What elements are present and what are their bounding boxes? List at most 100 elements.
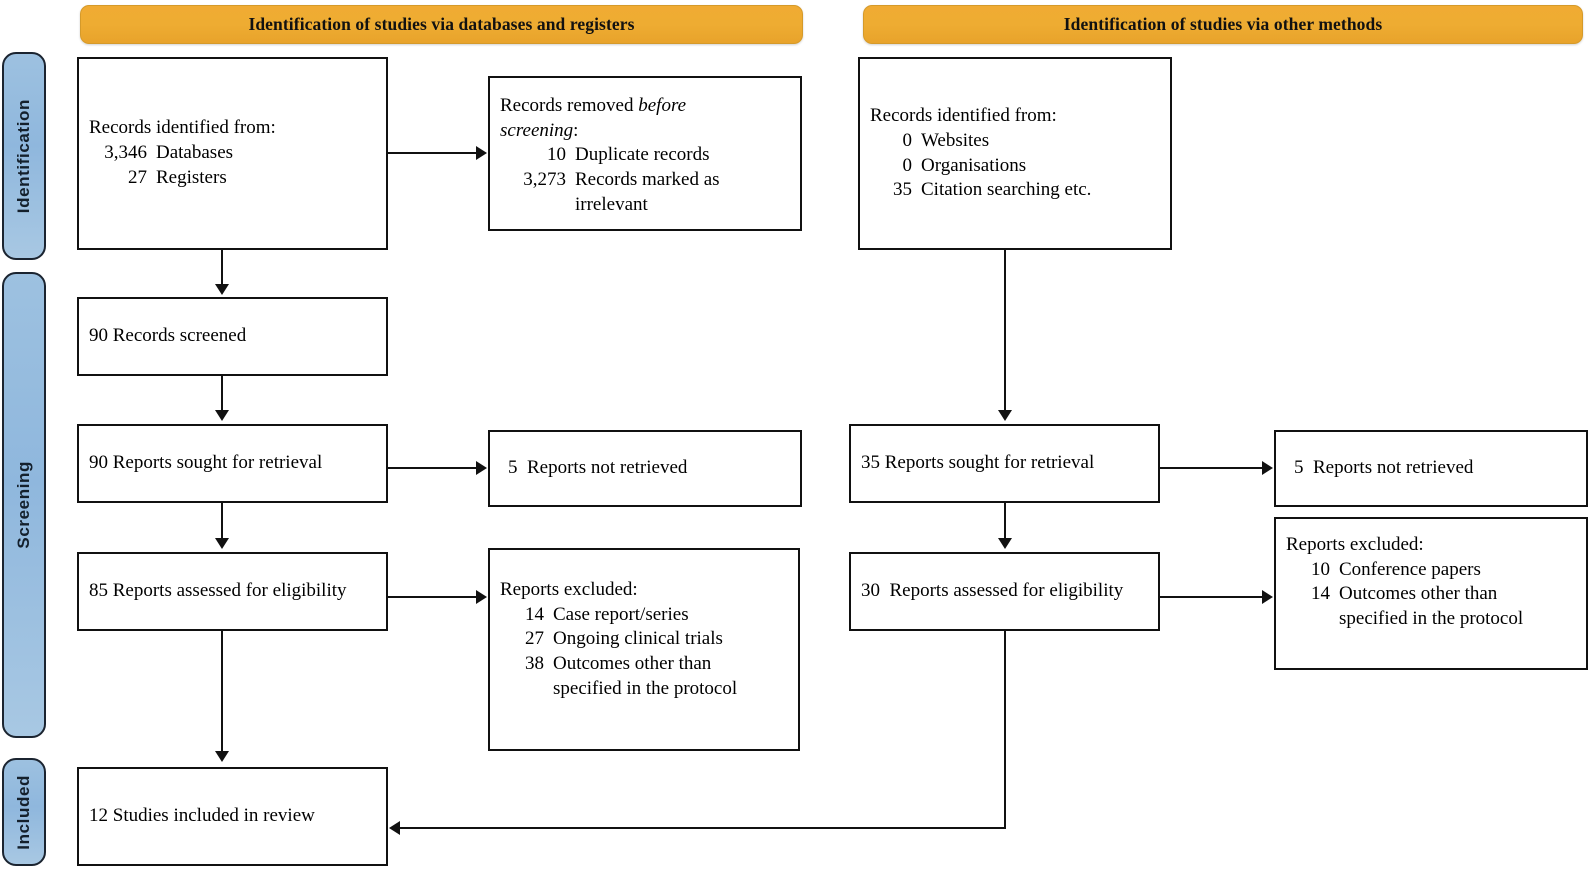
arrowhead-screened-to-sought — [215, 410, 229, 421]
reports-excluded-right-item-text: Outcomes other than specified in the pro… — [1339, 583, 1524, 630]
arrowhead-sought-to-assessed-right — [998, 538, 1012, 549]
box-reports-not-retrieved-left: 5 Reports not retrieved — [488, 430, 802, 507]
box-reports-assessed-right: 30 Reports assessed for eligibility — [849, 552, 1160, 631]
section-header-other-methods-text: Identification of studies via other meth… — [1063, 14, 1383, 34]
phase-label-included-text: Included — [14, 774, 33, 850]
box-records-screened: 90 Records screened — [77, 297, 388, 376]
records-removed-item-text: Records marked as irrelevant — [575, 169, 720, 215]
arrowhead-sought-to-not-retrieved-left — [476, 461, 487, 475]
reports-excluded-left-item-text: Ongoing clinical trials — [553, 628, 723, 650]
records-removed-lead2: screening: — [500, 119, 790, 144]
records-removed-lead-italic1: before — [638, 95, 687, 116]
records-removed-item-num: 3,273 — [523, 169, 566, 191]
records-removed-item-text: Duplicate records — [575, 144, 710, 166]
phase-label-identification: Identification — [2, 52, 46, 260]
reports-excluded-left-item-text: Outcomes other than specified in the pro… — [553, 653, 738, 699]
arrowhead-identified-to-screened — [215, 284, 229, 295]
box-reports-excluded-left: Reports excluded: 14 Case report/series … — [488, 548, 800, 751]
connector-assessed-to-excluded-right — [1160, 596, 1264, 598]
reports-excluded-left-item-num: 14 — [525, 603, 544, 625]
records-removed-item: 10 Duplicate records — [504, 143, 790, 168]
arrowhead-identified-other-to-sought-right — [998, 410, 1012, 421]
records-removed-lead-part1: Records removed — [500, 95, 639, 116]
arrowhead-sought-to-assessed-left — [215, 538, 229, 549]
phase-label-included: Included — [2, 758, 46, 866]
reports-not-retrieved-right-text: Reports not retrieved — [1313, 457, 1474, 479]
phase-label-identification-text: Identification — [14, 98, 33, 214]
box-records-removed: Records removed before screening: 10 Dup… — [488, 76, 802, 231]
arrowhead-identified-to-removed — [476, 146, 487, 160]
records-identified-item-text: Databases — [156, 142, 234, 164]
reports-assessed-right-num: 30 — [861, 580, 880, 602]
connector-sought-to-assessed-right — [1004, 503, 1006, 540]
studies-included-num: 12 — [89, 805, 108, 827]
box-reports-sought-left: 90 Reports sought for retrieval — [77, 424, 388, 503]
reports-excluded-right-item-num: 10 — [1311, 558, 1330, 580]
records-identified-other-item: 0 Websites — [880, 129, 1160, 154]
records-identified-item-num: 27 — [128, 166, 147, 188]
records-identified-item: 3,346 Databases — [99, 141, 376, 166]
records-identified-other-item-text: Citation searching etc. — [921, 179, 1092, 201]
records-removed-lead-italic2: screening — [500, 119, 574, 141]
phase-label-screening-text: Screening — [14, 461, 33, 549]
records-screened-num: 90 — [89, 325, 108, 347]
phase-label-screening: Screening — [2, 272, 46, 738]
reports-excluded-right-item-num: 14 — [1311, 583, 1330, 605]
box-studies-included: 12 Studies included in review — [77, 767, 388, 866]
reports-excluded-left-item-num: 38 — [525, 653, 544, 675]
reports-excluded-left-item: 38 Outcomes other than specified in the … — [514, 652, 788, 701]
connector-sought-to-not-retrieved-left — [388, 467, 478, 469]
box-reports-excluded-right: Reports excluded: 10 Conference papers 1… — [1274, 517, 1588, 670]
reports-assessed-right-text: Reports assessed for eligibility — [889, 580, 1124, 602]
records-identified-other-item: 0 Organisations — [880, 154, 1160, 179]
reports-sought-left-text: Reports sought for retrieval — [112, 452, 323, 474]
connector-sought-to-assessed-left — [221, 503, 223, 540]
connector-identified-other-to-sought-right — [1004, 250, 1006, 412]
connector-assessed-to-excluded-left — [388, 596, 478, 598]
box-records-identified: Records identified from: 3,346 Databases… — [77, 57, 388, 250]
records-identified-item-text: Registers — [156, 166, 227, 188]
reports-not-retrieved-left-num: 5 — [508, 457, 518, 479]
box-reports-not-retrieved-right: 5 Reports not retrieved — [1274, 430, 1588, 507]
reports-sought-right-text: Reports sought for retrieval — [884, 452, 1095, 474]
records-identified-item-num: 3,346 — [104, 142, 147, 164]
reports-excluded-left-item-text: Case report/series — [553, 603, 689, 625]
arrowhead-assessed-to-included — [215, 751, 229, 762]
box-reports-assessed-left: 85 Reports assessed for eligibility — [77, 552, 388, 631]
reports-assessed-left-num: 85 — [89, 580, 108, 602]
reports-not-retrieved-right-num: 5 — [1294, 457, 1304, 479]
section-header-databases: Identification of studies via databases … — [80, 5, 803, 44]
connector-assessed-to-included — [221, 631, 223, 753]
reports-assessed-left-text: Reports assessed for eligibility — [112, 580, 347, 602]
records-identified-other-item-num: 0 — [902, 154, 913, 176]
connector-assessed-right-to-included-vertical — [1004, 631, 1006, 828]
reports-excluded-right-lead: Reports excluded: — [1286, 534, 1424, 555]
reports-excluded-right-item-text: Conference papers — [1339, 558, 1481, 580]
section-header-other-methods: Identification of studies via other meth… — [863, 5, 1583, 44]
section-header-databases-text: Identification of studies via databases … — [248, 14, 635, 34]
records-identified-other-item-num: 0 — [902, 129, 913, 151]
records-identified-item: 27 Registers — [99, 166, 376, 191]
connector-identified-to-removed — [388, 152, 478, 154]
reports-excluded-left-item: 27 Ongoing clinical trials — [514, 627, 788, 652]
records-identified-other-lead: Records identified from: — [870, 105, 1057, 127]
records-removed-item-num: 10 — [547, 144, 566, 166]
box-reports-sought-right: 35 Reports sought for retrieval — [849, 424, 1160, 503]
studies-included-text: Studies included in review — [112, 805, 315, 827]
connector-identified-to-screened — [221, 250, 223, 286]
records-identified-other-item-text: Organisations — [921, 154, 1027, 176]
reports-not-retrieved-left-text: Reports not retrieved — [527, 457, 688, 479]
arrowhead-assessed-right-to-included — [389, 821, 400, 835]
records-removed-lead: Records removed before — [500, 94, 790, 119]
records-screened-text: Records screened — [112, 325, 247, 347]
arrowhead-sought-to-not-retrieved-right — [1262, 461, 1273, 475]
connector-screened-to-sought — [221, 376, 223, 412]
reports-excluded-left-item-num: 27 — [525, 628, 544, 650]
reports-excluded-right-item: 10 Conference papers — [1300, 558, 1576, 583]
records-identified-other-item: 35 Citation searching etc. — [880, 178, 1160, 203]
connector-sought-to-not-retrieved-right — [1160, 467, 1264, 469]
records-removed-item: 3,273 Records marked as irrelevant — [504, 168, 790, 217]
reports-excluded-left-lead: Reports excluded: — [500, 579, 638, 600]
reports-sought-left-num: 90 — [89, 452, 108, 474]
